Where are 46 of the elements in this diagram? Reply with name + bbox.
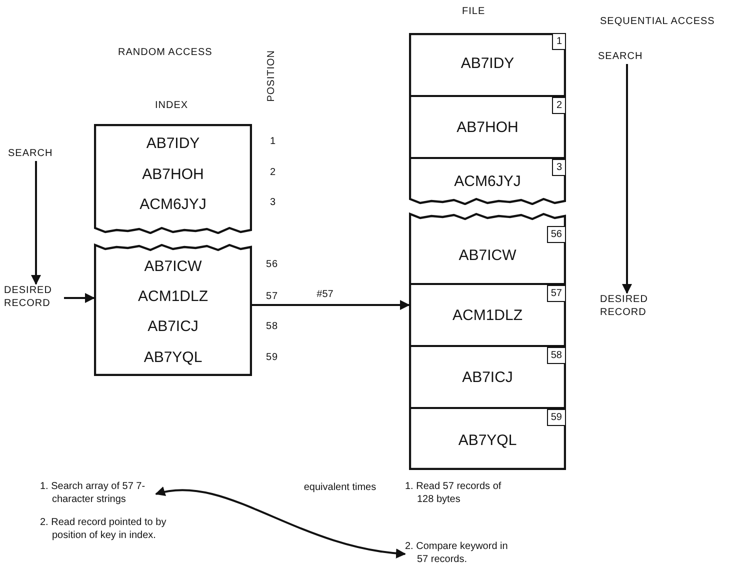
annotation-text: SEARCH	[8, 147, 64, 161]
note-text: 2. Compare keyword in 57 records.	[405, 540, 509, 568]
index-entry: ACM6JYJ	[94, 193, 252, 217]
record-number: 59	[546, 409, 566, 426]
position-number: 58	[266, 321, 278, 332]
index-entry: AB7ICW	[94, 255, 252, 279]
record-key: AB7YQL	[409, 432, 566, 448]
index-entry: AB7ICJ	[94, 315, 252, 339]
record-number: 56	[546, 226, 566, 243]
position-number: 57	[266, 291, 278, 302]
position-number: 56	[266, 259, 278, 270]
arrow	[622, 64, 632, 294]
position-number: 3	[270, 197, 276, 208]
record-key: ACM6JYJ	[409, 173, 566, 190]
index-entry: AB7HOH	[94, 163, 252, 187]
arrow	[252, 300, 410, 310]
arrow	[31, 161, 41, 285]
column-heading: POSITION	[266, 50, 277, 102]
note-text: 1. Read 57 records of 128 bytes	[405, 480, 505, 508]
position-number: 2	[270, 167, 276, 178]
position-number: 1	[270, 136, 276, 147]
index-entry: AB7YQL	[94, 346, 252, 370]
record-number: 1	[552, 33, 566, 50]
arrow	[64, 293, 95, 303]
record-key: AB7IDY	[409, 55, 566, 72]
curved-arrow	[155, 487, 406, 558]
annotation-text: DESIRED RECORD	[4, 284, 64, 312]
note-text: 1. Search array of 57 7-character strings	[40, 480, 156, 508]
record-number: 58	[546, 347, 566, 364]
record-key: AB7ICW	[409, 246, 566, 264]
record-number: 3	[552, 159, 566, 176]
annotation-text: SEARCH	[598, 50, 656, 64]
note-text: 2. Read record pointed to by position of key in index.	[40, 516, 180, 544]
index-entry: AB7IDY	[94, 132, 252, 156]
annotation-text: DESIRED RECORD	[600, 293, 664, 321]
record-key: AB7ICJ	[409, 369, 566, 386]
record-key: AB7HOH	[409, 119, 566, 136]
column-heading: INDEX	[155, 100, 188, 111]
record-key: ACM1DLZ	[409, 307, 566, 324]
section-heading: FILE	[462, 6, 486, 17]
index-entry: ACM1DLZ	[94, 285, 252, 309]
section-heading: RANDOM ACCESS	[118, 47, 212, 58]
section-heading: SEQUENTIAL ACCESS	[600, 16, 715, 27]
record-number: 2	[552, 97, 566, 114]
position-number: 59	[266, 352, 278, 363]
record-number: 57	[546, 285, 566, 302]
